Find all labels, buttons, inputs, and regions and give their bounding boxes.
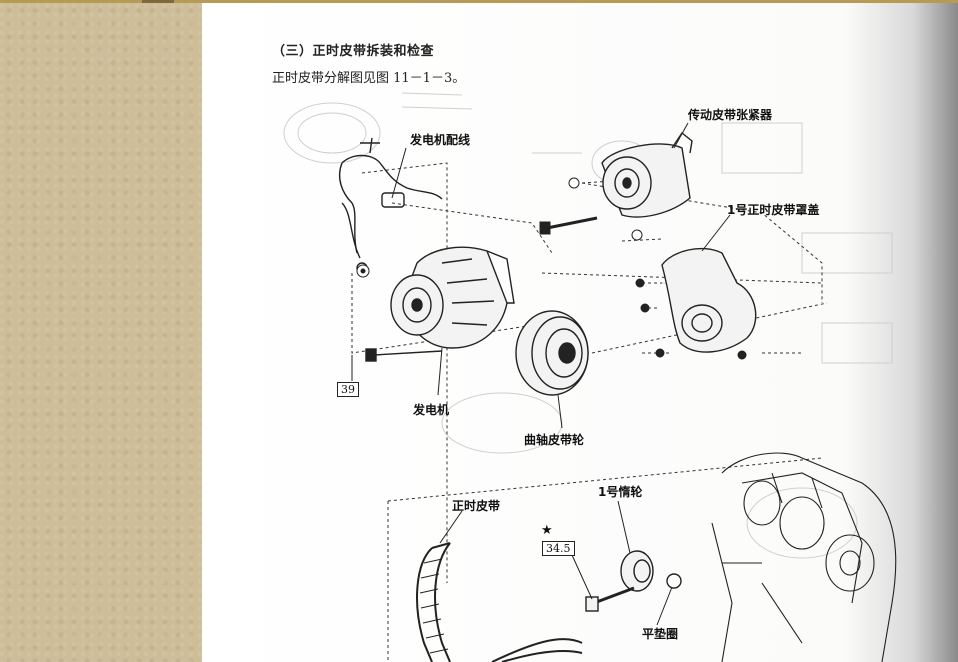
label-drive-belt-tensioner: 传动皮带张紧器 <box>688 108 773 122</box>
belt-teeth <box>419 558 449 654</box>
top-bar <box>0 0 958 3</box>
timing-belt-cover-part <box>661 247 757 353</box>
crankshaft-pulley-part <box>515 310 589 396</box>
left-background-panel <box>0 3 202 662</box>
star-mark: ★ <box>541 523 553 538</box>
section-heading: （三）正时皮带拆装和检查 <box>272 44 435 59</box>
idler-part <box>585 550 682 612</box>
torque-box-idler: 34.5 <box>542 541 575 556</box>
label-timing-belt-cover-no1: 1号正时皮带罩盖 <box>727 203 820 217</box>
wiring-harness <box>338 137 443 274</box>
label-idler-no1: 1号惰轮 <box>598 485 643 499</box>
timing-belt-part <box>416 542 583 662</box>
drive-belt-tensioner-part <box>601 131 693 218</box>
label-generator-wiring: 发电机配线 <box>410 133 471 147</box>
leader-lines <box>351 122 731 626</box>
top-tab <box>142 0 174 3</box>
small-fasteners <box>539 177 747 360</box>
figure-caption: 正时皮带分解图见图 11－1－3。 <box>272 71 466 86</box>
nut <box>356 264 370 278</box>
scanned-page: （三）正时皮带拆装和检查 正时皮带分解图见图 11－1－3。 发电机配线 传动皮… <box>202 3 958 662</box>
engine-block-part <box>711 452 897 662</box>
label-flat-washer: 平垫圈 <box>642 627 679 641</box>
label-generator: 发电机 <box>413 403 450 417</box>
generator-part <box>390 246 515 349</box>
exploded-diagram <box>283 92 897 662</box>
label-timing-belt: 正时皮带 <box>452 499 501 513</box>
bleed-through-ghost <box>283 92 893 559</box>
label-crankshaft-pulley: 曲轴皮带轮 <box>524 433 585 447</box>
generator-bolt <box>365 348 443 362</box>
torque-box-generator: 39 <box>337 382 359 397</box>
